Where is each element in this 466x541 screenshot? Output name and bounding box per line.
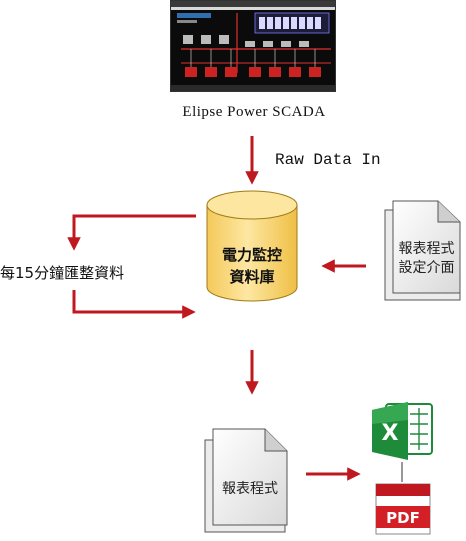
scada-screenshot-graphic — [171, 1, 335, 91]
pdf-icon — [375, 483, 431, 535]
report-settings-document — [384, 200, 461, 301]
excel-icon — [372, 402, 433, 460]
scada-screenshot — [170, 0, 336, 92]
scada-caption: Elipse Power SCADA — [182, 104, 326, 120]
excel-glyph: X — [382, 421, 399, 446]
aggregate-label: 每15分鐘匯整資料 — [0, 264, 125, 282]
report-program-label: 報表程式 — [222, 481, 278, 497]
arrow-from-aggregate — [72, 290, 196, 319]
report-program-document — [204, 428, 288, 533]
pdf-label: PDF — [386, 509, 420, 527]
arrow-to-aggregate — [67, 214, 196, 251]
database-label: 電力監控 資料庫 — [207, 244, 297, 288]
database-label-line2: 資料庫 — [229, 268, 275, 286]
database-label-line1: 電力監控 — [221, 246, 282, 264]
report-settings-line1: 報表程式 — [398, 241, 455, 257]
raw-data-label: Raw Data In — [275, 151, 381, 169]
report-settings-line2: 設定介面 — [398, 260, 455, 276]
database-cylinder — [206, 190, 298, 302]
report-settings-label: 報表程式 設定介面 — [393, 240, 460, 278]
